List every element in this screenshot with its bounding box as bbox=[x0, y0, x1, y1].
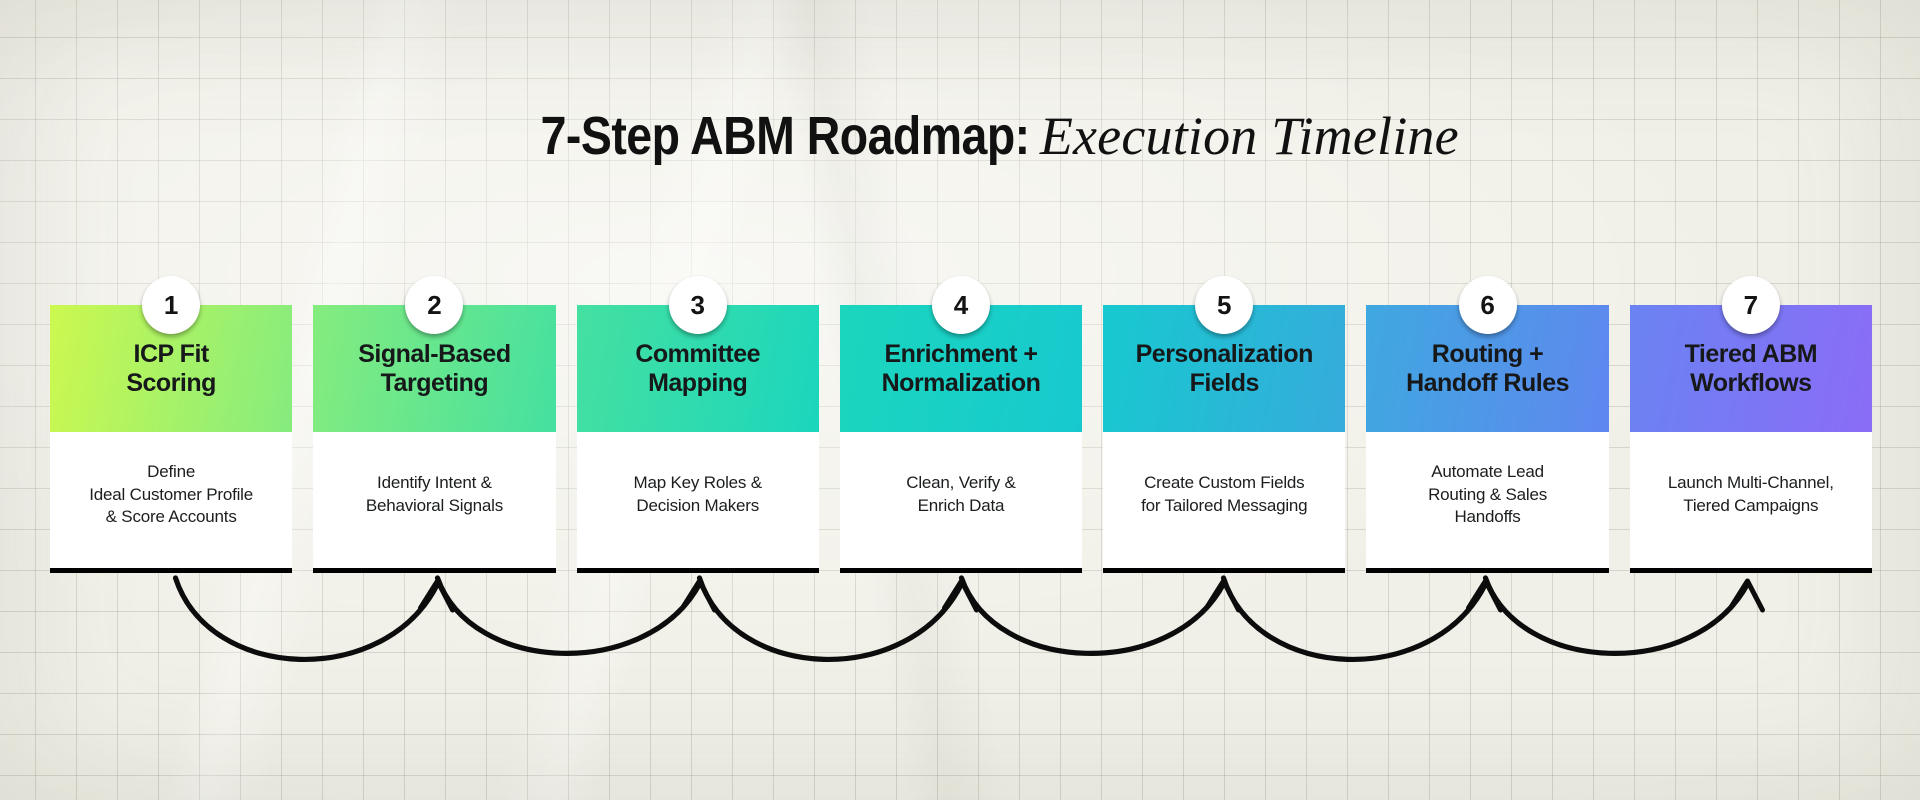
step-title: Enrichment + Normalization bbox=[881, 339, 1041, 397]
step-description: Map Key Roles & Decision Makers bbox=[633, 473, 763, 515]
step-description: Create Custom Fields for Tailored Messag… bbox=[1141, 473, 1308, 515]
step-body: Create Custom Fields for Tailored Messag… bbox=[1103, 432, 1346, 568]
step-number-badge: 1 bbox=[142, 276, 201, 334]
step-number-badge: 3 bbox=[668, 276, 727, 334]
connector-arc bbox=[696, 575, 965, 663]
step-underline bbox=[1103, 568, 1346, 573]
step-underline bbox=[1366, 568, 1609, 573]
page-title-main: 7-Step ABM Roadmap: bbox=[540, 106, 1031, 166]
step-number-badge: 4 bbox=[931, 276, 990, 334]
step-body: Clean, Verify & Enrich Data bbox=[839, 432, 1083, 568]
step-title: Committee Mapping bbox=[635, 339, 761, 397]
step-title: Signal-Based Targeting bbox=[358, 339, 511, 397]
step-description: Identify Intent & Behavioral Signals bbox=[365, 473, 504, 515]
step-description: Clean, Verify & Enrich Data bbox=[906, 473, 1016, 515]
connector-arc bbox=[172, 575, 441, 663]
connector-svg bbox=[172, 575, 1765, 663]
page-title: 7-Step ABM Roadmap:Execution Timeline bbox=[0, 108, 1920, 165]
step-description: Define Ideal Customer Profile & Score Ac… bbox=[89, 462, 254, 527]
step-body: Map Key Roles & Decision Makers bbox=[576, 432, 819, 568]
step-underline bbox=[1629, 568, 1872, 573]
step-description: Launch Multi-Channel, Tiered Campaigns bbox=[1667, 473, 1834, 515]
step-underline bbox=[313, 568, 556, 573]
step-body: Identify Intent & Behavioral Signals bbox=[313, 432, 556, 568]
step-underline bbox=[576, 568, 819, 573]
connector-arc bbox=[1220, 575, 1489, 663]
step-underline bbox=[839, 568, 1083, 573]
step-title: Routing + Handoff Rules bbox=[1406, 339, 1570, 397]
step-connector-arrows bbox=[0, 566, 1920, 696]
step-number-badge: 5 bbox=[1195, 276, 1254, 334]
connector-arc bbox=[434, 575, 703, 656]
step-body: Launch Multi-Channel, Tiered Campaigns bbox=[1629, 432, 1872, 568]
step-number-badge: 6 bbox=[1458, 276, 1517, 334]
step-description: Automate Lead Routing & Sales Handoffs bbox=[1428, 462, 1547, 527]
connector-arc bbox=[1482, 575, 1751, 656]
page-title-accent: Execution Timeline bbox=[1039, 106, 1459, 166]
step-number-badge: 2 bbox=[405, 276, 464, 334]
step-title: Personalization Fields bbox=[1135, 339, 1314, 397]
step-body: Automate Lead Routing & Sales Handoffs bbox=[1366, 432, 1609, 568]
step-title: ICP Fit Scoring bbox=[126, 339, 216, 397]
step-underline bbox=[50, 568, 293, 573]
connector-arc bbox=[958, 575, 1227, 656]
step-body: Define Ideal Customer Profile & Score Ac… bbox=[50, 432, 293, 568]
step-title: Tiered ABM Workflows bbox=[1684, 339, 1818, 397]
step-number-badge: 7 bbox=[1721, 276, 1780, 334]
